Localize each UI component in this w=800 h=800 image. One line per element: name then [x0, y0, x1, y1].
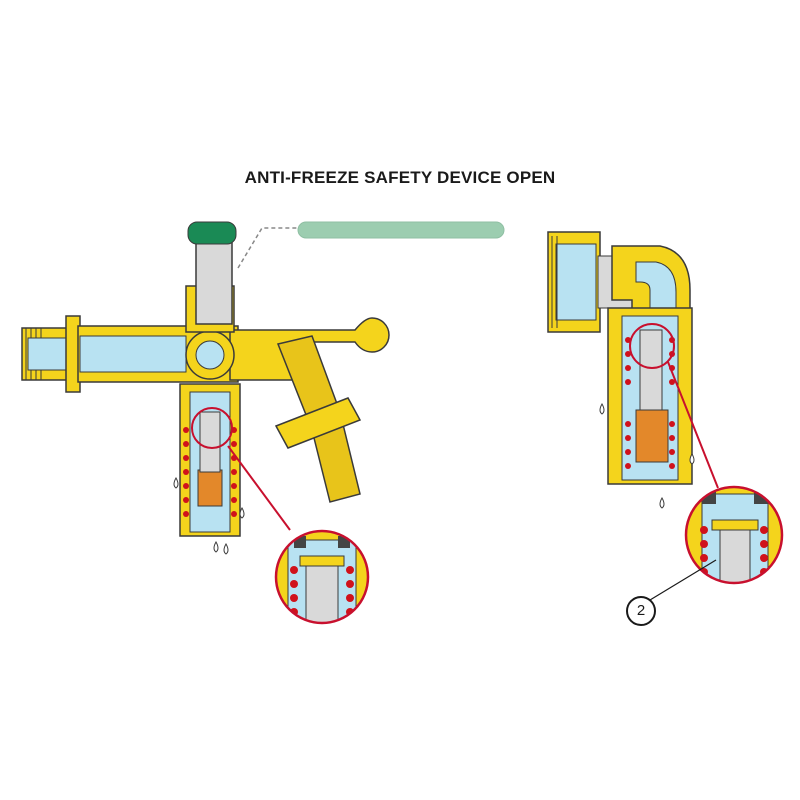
- water-drop-icon: [173, 476, 179, 489]
- right-piston: [635, 409, 669, 463]
- zoom-magnifier-icon: [274, 529, 370, 625]
- diagram-title: ANTI-FREEZE SAFETY DEVICE OPEN: [244, 168, 556, 187]
- left-valve-assembly: [21, 221, 505, 555]
- right-zoom-leader: [667, 361, 719, 489]
- left-zoom-leader: [227, 445, 291, 531]
- right-detail-magnifier: [649, 485, 784, 601]
- left-handle-lever: [229, 317, 390, 381]
- left-spout-nut: [274, 397, 362, 449]
- left-water-channel: [79, 335, 187, 373]
- left-green-cap: [187, 221, 237, 245]
- callout-number-2: 2: [626, 596, 656, 626]
- left-stem: [195, 239, 233, 325]
- water-drop-icon: [223, 542, 229, 555]
- left-green-hose: [297, 221, 505, 239]
- right-zoom-marker: [629, 323, 675, 369]
- left-hose-link: [237, 227, 298, 269]
- zoom-magnifier-icon: [684, 485, 784, 585]
- right-valve-assembly: [547, 231, 719, 509]
- left-piston: [197, 469, 223, 507]
- water-drop-icon: [659, 496, 665, 509]
- water-drop-icon: [689, 452, 695, 465]
- water-drop-icon: [213, 540, 219, 553]
- left-zoom-marker: [191, 407, 233, 449]
- callout-leader: [649, 559, 717, 601]
- left-detail-magnifier: [274, 529, 370, 625]
- water-drop-icon: [599, 402, 605, 415]
- water-drop-icon: [239, 506, 245, 519]
